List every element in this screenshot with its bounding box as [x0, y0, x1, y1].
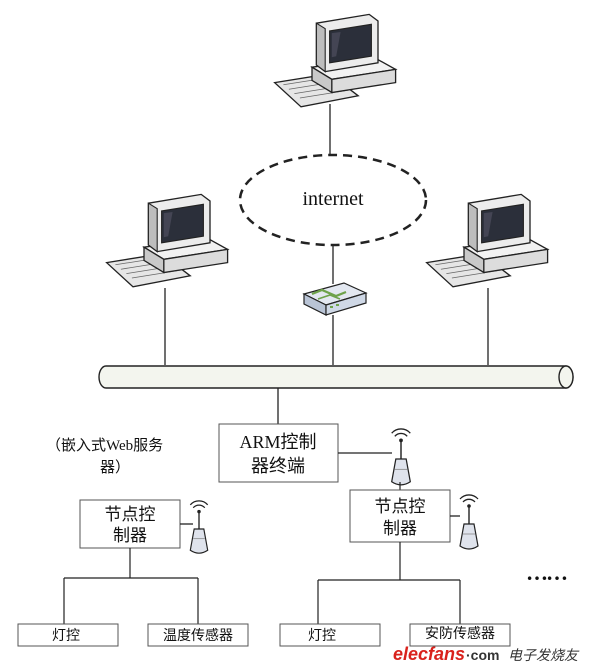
right-computer-icon: [425, 193, 549, 288]
arm-antenna-icon: [390, 428, 412, 486]
more-nodes-ellipsis: ……: [526, 560, 567, 585]
leaf4-label: 安防传感器: [425, 625, 495, 642]
internet-label: internet: [302, 188, 364, 210]
web-server-note-line1: （嵌入式Web服务: [46, 437, 163, 454]
watermark-cn: 电子发烧友: [508, 647, 580, 663]
node2-label-line1: 节点控: [375, 497, 426, 516]
node2-label-line2: 制器: [383, 519, 417, 538]
watermark-brand: elecfans: [393, 644, 465, 664]
leaf3-box: [279, 623, 381, 647]
top-computer-icon: [273, 13, 397, 108]
leaf1-label: 灯控: [52, 628, 80, 644]
left-computer-icon: [105, 193, 229, 288]
node1-box: [79, 499, 181, 549]
web-server-note-line2: 器）: [100, 459, 130, 476]
leaf3-label: 灯控: [308, 628, 336, 644]
arm-label-line2: 器终端: [251, 456, 305, 476]
arm-label-line1: ARM控制: [239, 432, 316, 452]
node1-label-line2: 制器: [113, 526, 147, 545]
node1-antenna-icon: [189, 500, 209, 554]
node2-antenna-icon: [459, 494, 479, 550]
node1-label-line1: 节点控: [105, 505, 156, 524]
watermark-suffix: ·com: [466, 647, 499, 663]
router-icon: [302, 282, 368, 316]
leaf2-label: 温度传感器: [163, 627, 233, 644]
leaf4-box: [409, 623, 511, 647]
leaf1-box: [17, 623, 119, 647]
watermark: elecfans ·com 电子发烧友: [393, 644, 580, 664]
leaf2-box: [147, 623, 249, 647]
network-bus: [98, 365, 574, 389]
node2-box: [349, 489, 451, 543]
